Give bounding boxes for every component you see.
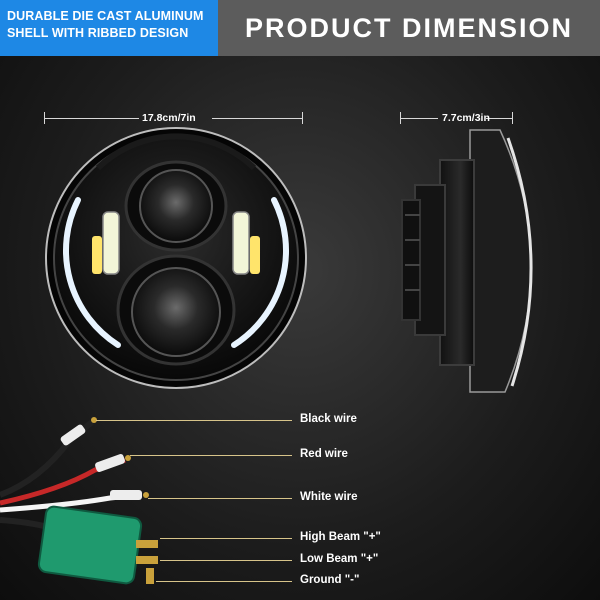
page-title: PRODUCT DIMENSION bbox=[218, 0, 600, 56]
lead-red bbox=[130, 455, 292, 456]
drl-left bbox=[102, 211, 120, 275]
diameter-tick-right bbox=[302, 112, 303, 124]
amber-left bbox=[92, 236, 102, 274]
amber-right bbox=[250, 236, 260, 274]
feature-line-1: DURABLE DIE CAST ALUMINUM bbox=[7, 9, 204, 23]
depth-tick-right bbox=[512, 112, 513, 124]
depth-label: 7.7cm/3in bbox=[442, 112, 490, 124]
label-white-wire: White wire bbox=[300, 491, 358, 503]
lead-low-beam bbox=[160, 560, 292, 561]
lead-black bbox=[96, 420, 292, 421]
drl-right bbox=[232, 211, 250, 275]
label-black-wire: Black wire bbox=[300, 413, 357, 425]
label-high-beam: High Beam "+" bbox=[300, 531, 381, 543]
headlight-front bbox=[45, 127, 307, 389]
low-beam-lens bbox=[131, 267, 221, 357]
h4-connector bbox=[37, 505, 143, 585]
depth-line-right bbox=[486, 118, 512, 119]
lead-white bbox=[148, 498, 292, 499]
diameter-label: 17.8cm/7in bbox=[142, 112, 196, 124]
diameter-line-right bbox=[212, 118, 302, 119]
label-ground: Ground "-" bbox=[300, 574, 360, 586]
lead-high-beam bbox=[160, 538, 292, 539]
depth-line-left bbox=[400, 118, 438, 119]
halo-left bbox=[63, 197, 121, 348]
halo-right bbox=[231, 197, 289, 348]
label-low-beam: Low Beam "+" bbox=[300, 553, 379, 565]
high-beam-lens bbox=[139, 169, 213, 243]
wire-harness bbox=[0, 417, 158, 585]
label-red-wire: Red wire bbox=[300, 448, 348, 460]
headlight-side bbox=[401, 129, 533, 393]
diameter-line-left bbox=[44, 118, 139, 119]
lead-ground bbox=[156, 581, 292, 582]
feature-banner: DURABLE DIE CAST ALUMINUM SHELL WITH RIB… bbox=[0, 0, 218, 56]
feature-line-2: SHELL WITH RIBBED DESIGN bbox=[7, 26, 189, 40]
